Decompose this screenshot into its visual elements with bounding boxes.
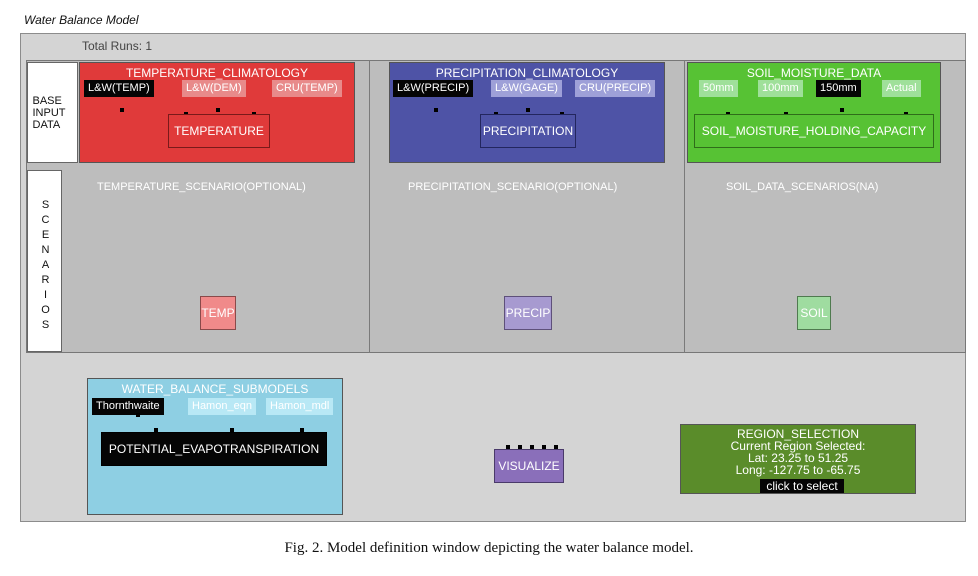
region-click-to-select-button[interactable]: click to select xyxy=(760,479,844,493)
connector-port[interactable] xyxy=(136,413,140,417)
connector-port[interactable] xyxy=(300,428,304,432)
base-input-data-label: BASE INPUT DATA xyxy=(27,62,78,163)
temperature-node[interactable]: TEMPERATURE xyxy=(168,114,270,148)
option-cru-precip[interactable]: CRU(PRECIP) xyxy=(575,80,656,97)
option-thornthwaite[interactable]: Thornthwaite xyxy=(92,398,164,415)
soil-output-node[interactable]: SOIL xyxy=(797,296,831,330)
temperature-scenario-label: TEMPERATURE_SCENARIO(OPTIONAL) xyxy=(97,181,306,193)
total-runs: Total Runs: 1 xyxy=(82,39,153,53)
connector-port[interactable] xyxy=(506,445,510,449)
region-long: Long: -127.75 to -65.75 xyxy=(735,463,861,477)
soil-moisture-node[interactable]: SOIL_MOISTURE_HOLDING_CAPACITY xyxy=(694,114,934,148)
option-150mm[interactable]: 150mm xyxy=(816,80,861,97)
scenarios-letter: O xyxy=(41,304,50,316)
scenarios-letter: I xyxy=(43,289,48,301)
connector-port[interactable] xyxy=(526,108,530,112)
window-title: Water Balance Model xyxy=(24,13,139,27)
precipitation-panel-title: PRECIPITATION_CLIMATOLOGY xyxy=(435,66,619,80)
scenarios-letter: E xyxy=(41,229,50,241)
scenarios-letter: A xyxy=(41,259,50,271)
option-lw-precip[interactable]: L&W(PRECIP) xyxy=(393,80,474,97)
option-cru-temp[interactable]: CRU(TEMP) xyxy=(272,80,342,97)
soil-scenario-label: SOIL_DATA_SCENARIOS(NA) xyxy=(726,181,879,193)
region-current: Current Region Selected: xyxy=(730,439,866,453)
option-actual[interactable]: Actual xyxy=(882,80,921,97)
region-selection-text: REGION_SELECTION Current Region Selected… xyxy=(680,428,916,476)
temperature-panel-title: TEMPERATURE_CLIMATOLOGY xyxy=(125,66,309,80)
precipitation-scenario-label: PRECIPITATION_SCENARIO(OPTIONAL) xyxy=(408,181,618,193)
connector-port[interactable] xyxy=(434,108,438,112)
precipitation-node[interactable]: PRECIPITATION xyxy=(480,114,576,148)
column-divider xyxy=(684,60,685,353)
scenarios-letter: R xyxy=(41,274,50,286)
option-lw-dem[interactable]: L&W(DEM) xyxy=(182,80,246,97)
submodels-panel-title: WATER_BALANCE_SUBMODELS xyxy=(121,382,309,396)
scenarios-letter: S xyxy=(41,319,50,331)
connector-port[interactable] xyxy=(120,108,124,112)
visualize-node[interactable]: VISUALIZE xyxy=(494,449,564,483)
scenarios-letter: S xyxy=(41,199,50,211)
connector-port[interactable] xyxy=(542,445,546,449)
connector-port[interactable] xyxy=(230,428,234,432)
potential-evapotranspiration-node[interactable]: POTENTIAL_EVAPOTRANSPIRATION xyxy=(101,432,327,466)
connector-port[interactable] xyxy=(216,108,220,112)
connector-port[interactable] xyxy=(840,108,844,112)
scenarios-letter: N xyxy=(41,244,50,256)
connector-port[interactable] xyxy=(554,445,558,449)
option-100mm[interactable]: 100mm xyxy=(758,80,803,97)
option-hamon-mdl[interactable]: Hamon_mdl xyxy=(266,398,334,415)
figure-caption: Fig. 2. Model definition window depictin… xyxy=(284,540,694,556)
region-title: REGION_SELECTION xyxy=(736,427,860,441)
connector-port[interactable] xyxy=(530,445,534,449)
scenarios-letter: C xyxy=(41,214,50,226)
connector-port[interactable] xyxy=(518,445,522,449)
column-divider xyxy=(369,60,370,353)
option-hamon-eqn[interactable]: Hamon_eqn xyxy=(188,398,256,415)
precip-output-node[interactable]: PRECIP xyxy=(504,296,552,330)
option-50mm[interactable]: 50mm xyxy=(699,80,738,97)
option-lw-temp[interactable]: L&W(TEMP) xyxy=(84,80,154,97)
connector-port[interactable] xyxy=(154,428,158,432)
soil-panel-title: SOIL_MOISTURE_DATA xyxy=(746,66,882,80)
region-lat: Lat: 23.25 to 51.25 xyxy=(747,451,849,465)
option-lw-gage[interactable]: L&W(GAGE) xyxy=(491,80,562,97)
temp-output-node[interactable]: TEMP xyxy=(200,296,236,330)
